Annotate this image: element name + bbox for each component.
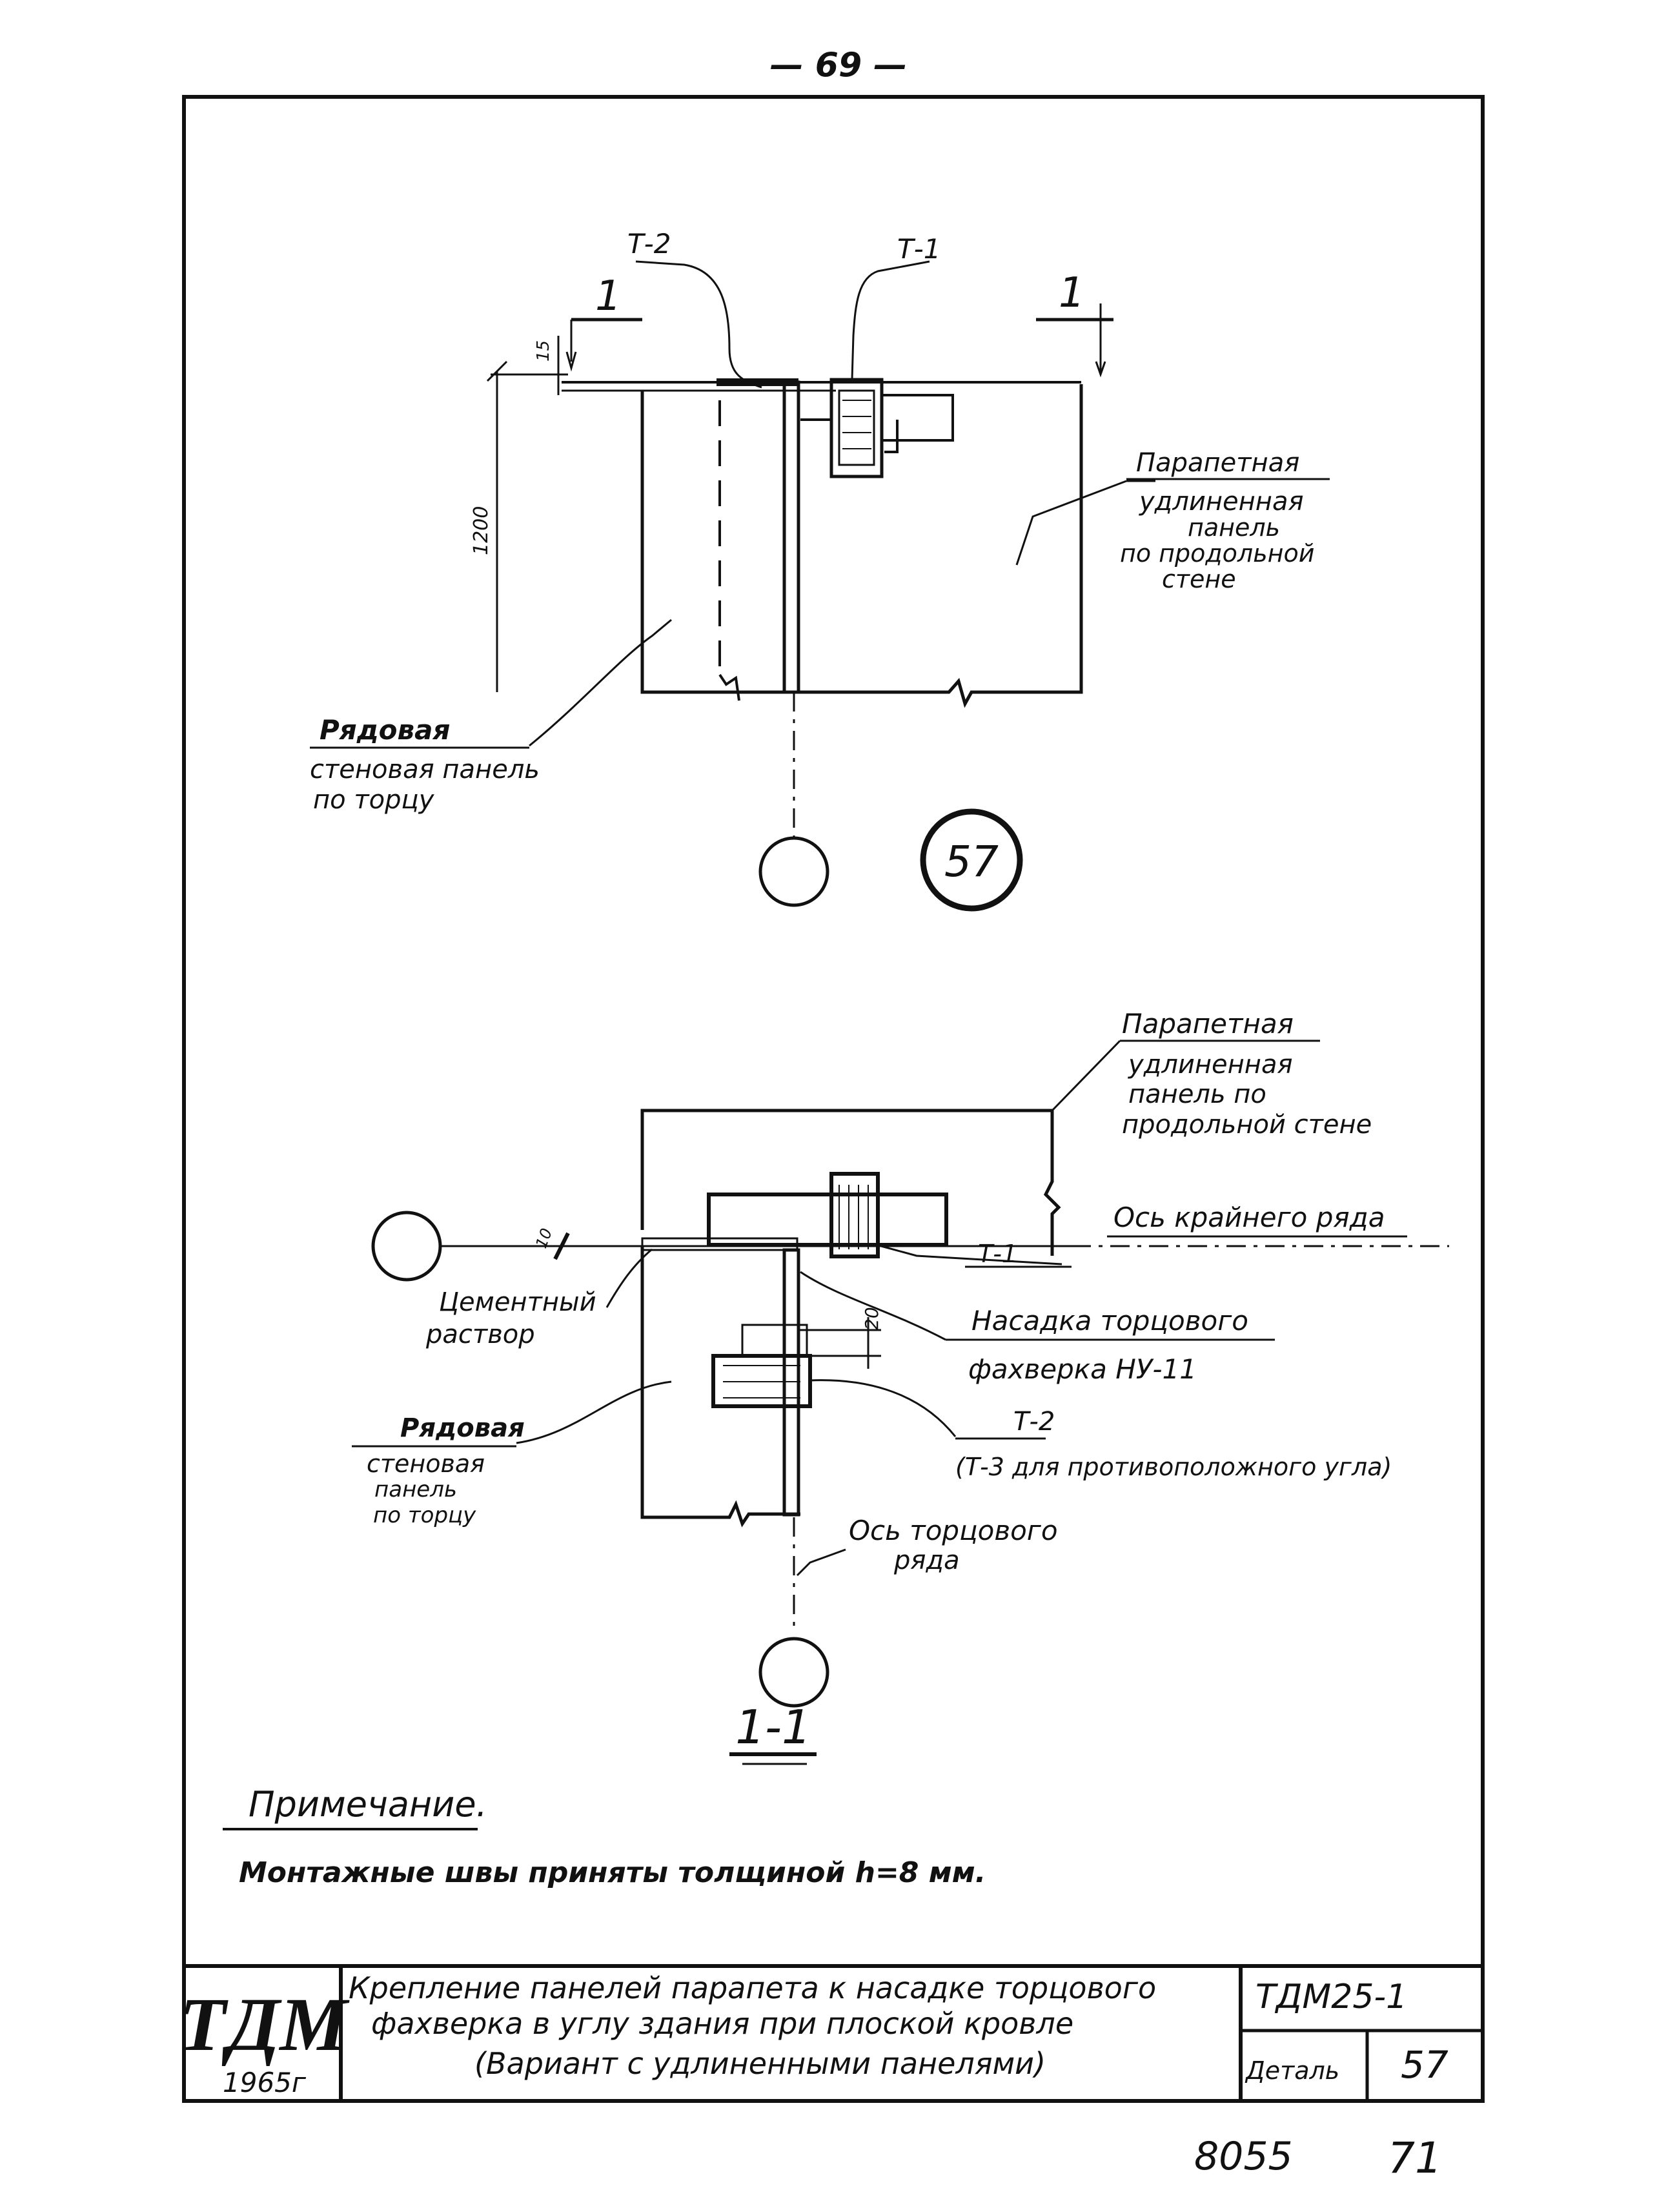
plan-parapet-panel-outline xyxy=(795,384,1083,708)
section-parapet-line-2: удлиненная xyxy=(1128,1050,1293,1080)
plan-nozzle xyxy=(880,394,954,442)
plan-leader-row-panel xyxy=(529,619,672,747)
plan-row-panel-label: Рядовая стеновая панель по торцу xyxy=(310,714,540,815)
section-parapet-leader xyxy=(1051,1039,1121,1112)
section-parapet-outline xyxy=(640,1109,1061,1256)
plan-bracket xyxy=(800,418,899,453)
section-t2-leader xyxy=(809,1379,957,1437)
title-line-3: (Вариант с удлиненными панелями) xyxy=(474,2046,1046,2081)
section-parapet-line-4: продольной стене xyxy=(1122,1110,1372,1140)
title-block-detail-number: 57 xyxy=(1401,2043,1448,2087)
section-axis-bubble-left xyxy=(371,1211,442,1282)
section-parapet-label: Парапетная удлиненная панель по продольн… xyxy=(1122,1008,1372,1140)
plan-section-mark-right-num: 1 xyxy=(1059,269,1085,317)
section-axis-end-row-label: Ось торцового ряда xyxy=(849,1515,1058,1575)
section-axis-bubble-bottom xyxy=(758,1637,829,1708)
section-row-panel-line-2: стеновая xyxy=(367,1449,485,1478)
plan-label-t1: Т-1 xyxy=(897,233,941,265)
section-cement-label: Цементный раствор xyxy=(425,1287,596,1349)
title-line-2: фахверка в углу здания при плоской кровл… xyxy=(371,2006,1073,2041)
title-block-detail-label: Деталь xyxy=(1245,2056,1339,2085)
section-t1-block xyxy=(829,1172,880,1258)
section-cement-line-2: раствор xyxy=(425,1320,535,1349)
plan-leader-t2 xyxy=(635,260,762,389)
section-t2-line-1: Т-2 xyxy=(1013,1407,1055,1437)
plan-parapet-line-4: по продольной xyxy=(1120,539,1314,568)
section-row-panel-line-4: по торцу xyxy=(373,1502,476,1528)
title-block-year: 1965г xyxy=(223,2067,307,2098)
note-text: Монтажные швы приняты толщиной h=8 мм. xyxy=(239,1856,986,1889)
plan-section-mark-left-num: 1 xyxy=(595,272,622,320)
footer-left: 8055 xyxy=(1194,2134,1293,2179)
section-nozzle-line-2: фахверка НУ-11 xyxy=(968,1353,1197,1385)
section-view xyxy=(352,1039,1449,1765)
footer-right: 71 xyxy=(1388,2133,1442,2183)
section-axis-edge-row-label: Ось крайнего ряда xyxy=(1113,1202,1385,1233)
section-parapet-line-3: панель по xyxy=(1128,1080,1266,1109)
plan-t1-inner xyxy=(838,389,875,466)
plan-axis-bubble xyxy=(758,836,829,907)
title-line-1: Крепление панелей парапета к насадке тор… xyxy=(349,1971,1156,2005)
section-parapet-line-1: Парапетная xyxy=(1122,1008,1294,1039)
plan-dim-15: 15 xyxy=(534,340,553,362)
section-t1-leader xyxy=(880,1245,1062,1265)
section-nozzle-line-1: Насадка торцового xyxy=(971,1305,1248,1336)
plan-t2-plate xyxy=(782,380,800,694)
section-axis-end-leader xyxy=(796,1548,846,1577)
section-nozzle-leader xyxy=(800,1271,946,1341)
section-row-panel-label: Рядовая стеновая панель по торцу xyxy=(367,1413,525,1528)
detail-number-circle xyxy=(920,808,1023,912)
note-heading: Примечание. xyxy=(249,1784,487,1825)
section-row-panel-outline xyxy=(640,1246,800,1528)
section-nozzle-label: Насадка торцового фахверка НУ-11 xyxy=(968,1305,1248,1385)
section-cement-line-1: Цементный xyxy=(439,1287,596,1317)
section-t2-line-2: (Т-3 для противоположного угла) xyxy=(955,1453,1392,1481)
section-row-panel-line-3: панель xyxy=(374,1477,457,1502)
plan-leader-t1 xyxy=(851,260,930,380)
section-t2-label: Т-2 (Т-3 для противоположного угла) xyxy=(955,1407,1392,1481)
section-cement-leader xyxy=(605,1248,653,1308)
plan-dim-1200: 1200 xyxy=(470,506,493,555)
title-block-title: Крепление панелей парапета к насадке тор… xyxy=(349,1971,1156,2081)
section-axis-end-line-1: Ось торцового xyxy=(849,1515,1058,1546)
title-block-logo: ТДМ xyxy=(179,1982,351,2067)
section-lower-block-top xyxy=(741,1324,808,1357)
plan-parapet-label: Парапетная удлиненная панель по продольн… xyxy=(1120,448,1314,593)
plan-row-panel-line-2: стеновая панель xyxy=(310,755,540,784)
plan-section-arrow-left xyxy=(565,351,577,372)
sheet-frame xyxy=(182,95,1485,2103)
plan-label-t2: Т-2 xyxy=(627,228,671,260)
title-block xyxy=(184,1964,1483,2101)
plan-dim-tick-top xyxy=(486,360,508,382)
plan-row-panel-outline xyxy=(640,391,795,694)
section-nozzle xyxy=(707,1193,948,1247)
page-number: — 69 — xyxy=(770,46,908,85)
plan-break-mark xyxy=(718,673,740,701)
section-dim-10-tick xyxy=(553,1232,570,1260)
plan-leader-parapet xyxy=(1015,480,1155,566)
plan-row-panel-line-1: Рядовая xyxy=(320,714,450,746)
section-dim-20: 20 xyxy=(861,1307,882,1330)
plan-parapet-line-5: стене xyxy=(1162,565,1236,593)
plan-parapet-line-2: удлиненная xyxy=(1139,487,1304,517)
section-label-t1: Т-1 xyxy=(978,1240,1017,1268)
plan-row-panel-line-3: по торцу xyxy=(313,785,435,815)
section-row-panel-leader xyxy=(516,1380,672,1444)
section-title: 1-1 xyxy=(735,1700,811,1754)
section-row-panel-line-1: Рядовая xyxy=(400,1413,525,1443)
plan-view xyxy=(310,260,1330,907)
title-block-code: ТДМ25-1 xyxy=(1255,1978,1407,2016)
plan-section-arrow-right xyxy=(1095,361,1106,378)
plan-parapet-line-3: панель xyxy=(1188,513,1280,542)
plan-parapet-line-1: Парапетная xyxy=(1136,448,1299,478)
detail-number-plan: 57 xyxy=(944,837,999,886)
section-axis-end-line-2: ряда xyxy=(893,1546,960,1575)
